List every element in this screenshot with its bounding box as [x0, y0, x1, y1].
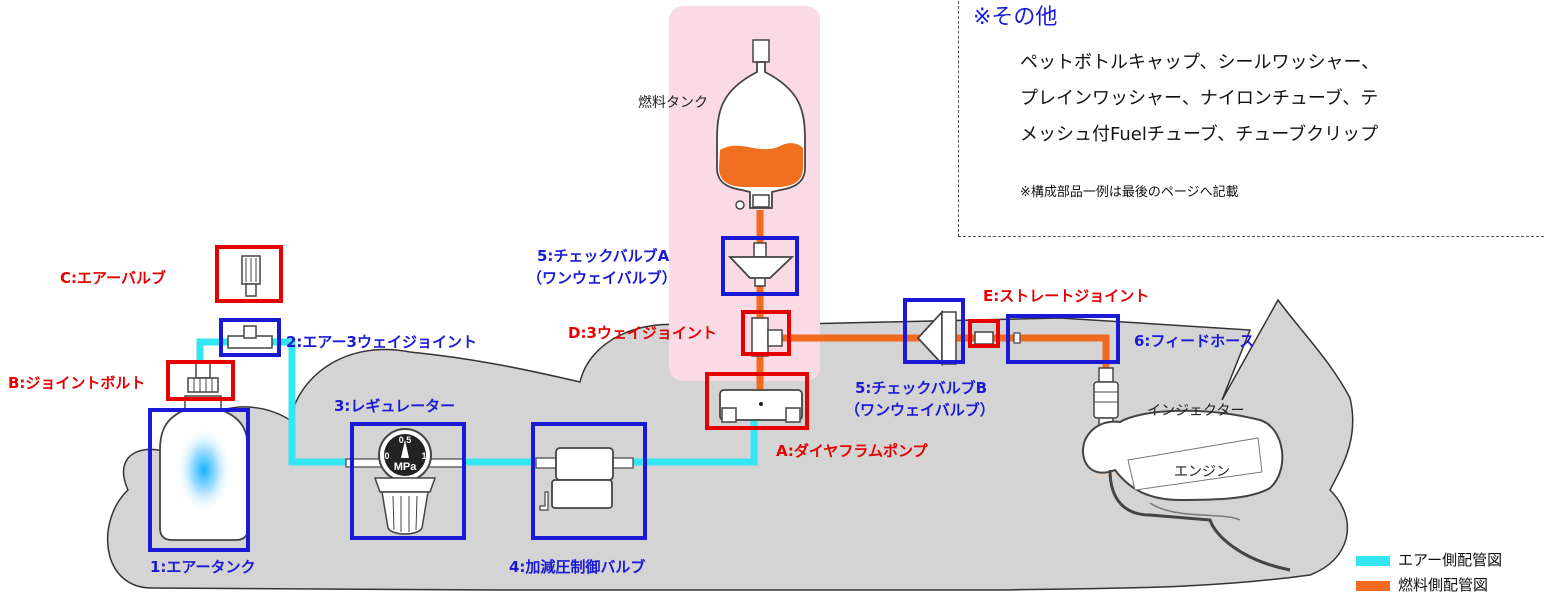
check-valve-b-icon — [916, 309, 957, 367]
air-tank-icon — [159, 395, 249, 541]
label-fuel-tank: 燃料タンク — [638, 95, 708, 111]
legend-fuel: 燃料側配管図 — [1356, 574, 1488, 594]
label-straight-joint: E:ストレートジョイント — [983, 287, 1150, 305]
label-engine: エンジン — [1174, 464, 1230, 480]
air-pipe — [196, 338, 758, 466]
label-injector: インジェクター — [1147, 403, 1245, 419]
straight-joint-icon — [974, 331, 994, 345]
note-small: ※構成部品一例は最後のページへ記載 — [1020, 185, 1239, 200]
legend-fuel-label: 燃料側配管図 — [1398, 576, 1489, 594]
gauge-zero: 0 — [384, 451, 389, 461]
note-title: ※その他 — [973, 5, 1058, 30]
label-air-tank: 1:エアータンク — [150, 558, 256, 576]
legend-air-swatch — [1356, 555, 1390, 566]
air-valve-icon — [241, 255, 261, 297]
box-air-3way-joint — [219, 318, 281, 357]
gauge-unit: MPa — [394, 461, 418, 473]
legend-air-label: エアー側配管図 — [1398, 551, 1503, 569]
fuel-pipe-horizontal — [760, 334, 1110, 368]
note-line-2: プレインワッシャー、ナイロンチューブ、テ — [1020, 88, 1379, 109]
box-check-valve-a — [721, 236, 799, 296]
box-air-tank — [148, 408, 250, 552]
label-fuel-3way-joint: D:3ウェイジョイント — [568, 324, 717, 342]
check-valve-a-icon — [727, 242, 795, 287]
note-box — [958, 0, 1544, 237]
regulator-icon — [345, 428, 465, 535]
engine-icon — [1082, 409, 1291, 572]
label-air-3way-joint: 2:エアー3ウェイジョイント — [286, 333, 477, 351]
label-check-valve-a-sub: （ワンウェイバルブ） — [527, 269, 677, 287]
box-air-valve — [215, 245, 283, 303]
box-diaphragm-pump — [705, 372, 809, 430]
note-line-3: メッシュ付Fuelチューブ、チューブクリップ — [1020, 124, 1379, 145]
pressure-valve-icon — [535, 447, 634, 511]
gauge-one: 1 — [421, 451, 426, 461]
box-feed-hose — [1006, 314, 1120, 364]
feed-hose-fitting-icon — [1013, 332, 1021, 344]
box-check-valve-b — [903, 298, 965, 364]
label-joint-bolt: B:ジョイントボルト — [8, 374, 146, 392]
box-pressure-valve — [531, 422, 647, 540]
box-fuel-3way-joint — [741, 310, 791, 356]
label-check-valve-a: 5:チェックバルブA — [537, 247, 670, 265]
fuel-tank-icon — [716, 39, 806, 210]
label-air-valve: C:エアーバルブ — [60, 269, 166, 287]
diaphragm-pump-icon — [719, 389, 803, 423]
label-check-valve-b: 5:チェックバルブB — [855, 379, 988, 397]
legend-fuel-swatch — [1356, 580, 1390, 591]
box-regulator — [350, 422, 466, 540]
box-straight-joint — [968, 319, 1000, 348]
label-check-valve-b-sub: （ワンウェイバルブ） — [845, 401, 995, 419]
joint-bolt-icon — [187, 361, 219, 393]
box-joint-bolt — [166, 360, 235, 401]
gauge-value: 0.5 — [399, 435, 412, 445]
legend-air: エアー側配管図 — [1356, 549, 1502, 569]
note-line-1: ペットボトルキャップ、シールワッシャー、 — [1020, 52, 1380, 73]
air-3way-joint-icon — [227, 325, 273, 349]
label-regulator: 3:レギュレーター — [334, 397, 456, 415]
label-pressure-valve: 4:加減圧制御バルブ — [509, 558, 646, 576]
label-diaphragm-pump: A:ダイヤフラムポンプ — [776, 442, 928, 460]
label-feed-hose: 6:フィードホース — [1134, 332, 1255, 350]
